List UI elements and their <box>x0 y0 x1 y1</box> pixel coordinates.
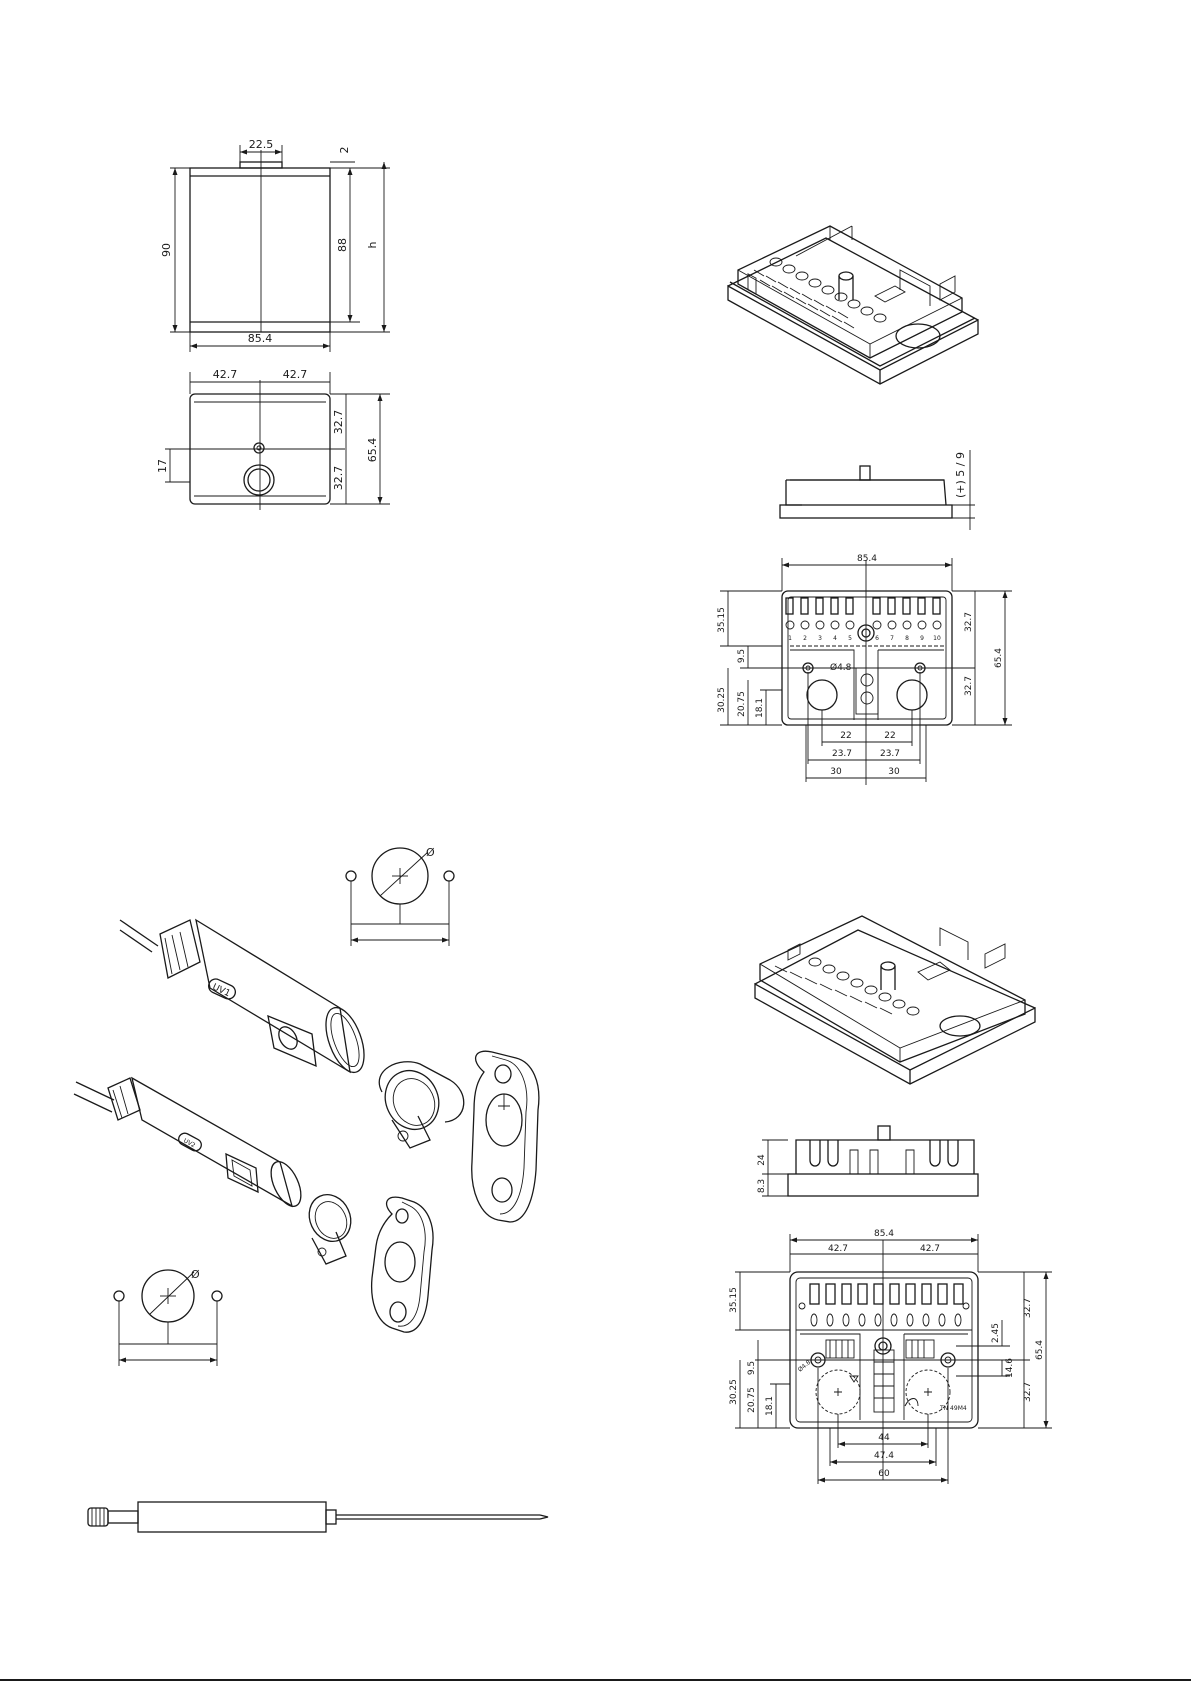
dim-base1-height: (+) 5 / 9 <box>954 452 967 498</box>
terminal-base-2-bottom-view: TN 49M4 Ø4.8 85.4 42.7 42.7 35.15 30.25 … <box>729 1229 1052 1484</box>
clamp-ring-small <box>302 1188 359 1264</box>
dim-height-90: 90 <box>160 243 173 257</box>
terminal-base-1-side-view: (+) 5 / 9 <box>780 450 975 530</box>
terminal-base-2-isometric <box>755 916 1035 1084</box>
housing-bottom-view: 42.7 42.7 17 32.7 32.7 65.4 <box>156 368 390 510</box>
dim-base1-width: 85.4 <box>857 554 877 564</box>
uv-sensor-upper: UV1 <box>120 920 372 1077</box>
dim-base2-h-2075: 20.75 <box>747 1387 757 1413</box>
terminal-label-3: 3 <box>818 635 822 642</box>
housing-front-view: 22.5 90 88 2 h 85.4 <box>160 138 390 352</box>
dim-height-h: h <box>366 241 379 248</box>
dim-height-88: 88 <box>336 238 349 252</box>
dim-base1-h-mid: 9.5 <box>737 649 747 663</box>
clamp-ring-large <box>376 1062 464 1148</box>
dim-base2-h-upper: 35.15 <box>729 1287 739 1313</box>
dim-base1-237a: 23.7 <box>832 749 852 759</box>
dim-base1-22a: 22 <box>840 731 851 741</box>
dim-width-854: 85.4 <box>248 332 273 345</box>
dim-base2-h-181: 18.1 <box>765 1396 775 1416</box>
dim-base1-h-181: 18.1 <box>755 698 765 718</box>
dim-base1-237b: 23.7 <box>880 749 900 759</box>
dim-v-bottom: 32.7 <box>332 466 345 491</box>
dim-base1-22b: 22 <box>884 731 895 741</box>
dim-base1-30b: 30 <box>888 767 900 777</box>
terminal-label-4: 4 <box>833 635 837 642</box>
dim-base1-r-top: 32.7 <box>964 612 974 632</box>
terminal-label-5: 5 <box>848 635 852 642</box>
dim-base2-60: 60 <box>878 1469 890 1479</box>
dim-total-654: 65.4 <box>366 438 379 463</box>
dim-hole-48: Ø4.8 <box>830 662 852 673</box>
dim-base2-r-bottom: 32.7 <box>1023 1382 1033 1402</box>
terminal-label-7: 7 <box>890 635 894 642</box>
dim-offset-17: 17 <box>156 459 169 473</box>
uv-sensor-lower: UV2 <box>74 1078 307 1211</box>
dim-base2-h-lower: 30.25 <box>729 1379 739 1405</box>
dim-top-width: 22.5 <box>249 138 274 151</box>
terminal-slots <box>786 598 940 614</box>
dim-base1-h-upper: 35.15 <box>717 607 727 633</box>
dim-base1-h-2075: 20.75 <box>737 691 747 717</box>
dim-base2-side-24: 24 <box>757 1154 767 1166</box>
dim-base2-half-left: 42.7 <box>828 1244 848 1254</box>
dim-half-right: 42.7 <box>283 368 308 381</box>
terminal-label-9: 9 <box>920 635 924 642</box>
mounting-hole-pattern-top: Ø <box>346 846 454 946</box>
terminal-label-2: 2 <box>803 635 807 642</box>
dim-base1-30a: 30 <box>830 767 842 777</box>
base2-small-text: TN 49M4 <box>939 1405 967 1412</box>
terminal-base-1-isometric <box>728 226 978 384</box>
dim-base2-width: 85.4 <box>874 1229 894 1239</box>
dim-base2-44: 44 <box>878 1433 890 1443</box>
terminal-label-1: 1 <box>788 635 792 642</box>
terminal-label-10: 10 <box>933 635 941 642</box>
dim-base1-total: 65.4 <box>994 648 1004 668</box>
dim-base2-total: 65.4 <box>1035 1340 1045 1360</box>
dim-base2-146: 14.6 <box>1005 1358 1015 1378</box>
dim-base2-r-top: 32.7 <box>1023 1298 1033 1318</box>
dim-v-top: 32.7 <box>332 410 345 435</box>
dim-base2-side-83: 8.3 <box>757 1179 767 1193</box>
terminal-base-2-side-view: 24 8.3 <box>757 1126 978 1196</box>
ionization-rod-sensor <box>88 1502 548 1532</box>
mounting-hole-pattern-bottom: Ø <box>114 1268 222 1366</box>
dim-base2-h-95: 9.5 <box>747 1361 757 1375</box>
dim-half-left: 42.7 <box>213 368 238 381</box>
dim-bracket-bottom-dia: Ø <box>191 1268 200 1281</box>
dim-base2-474: 47.4 <box>874 1451 894 1461</box>
flange-small <box>372 1197 433 1332</box>
dim-base2-half-right: 42.7 <box>920 1244 940 1254</box>
dim-base1-r-bottom: 32.7 <box>964 676 974 696</box>
terminal-base-1-bottom-view: 1 2 3 4 5 6 7 8 9 10 Ø4.8 85.4 <box>717 554 1012 785</box>
terminal-slots-2 <box>810 1284 963 1304</box>
terminal-label-8: 8 <box>905 635 909 642</box>
dim-bracket-top-dia: Ø <box>426 846 435 859</box>
dim-base1-h-lower: 30.25 <box>717 687 727 713</box>
flange-large <box>472 1051 539 1222</box>
dim-base2-hole: Ø4.8 <box>797 1359 813 1374</box>
dim-base2-245: 2.45 <box>991 1323 1001 1343</box>
dim-gap-2: 2 <box>338 147 351 154</box>
terminal-label-6: 6 <box>875 635 879 642</box>
